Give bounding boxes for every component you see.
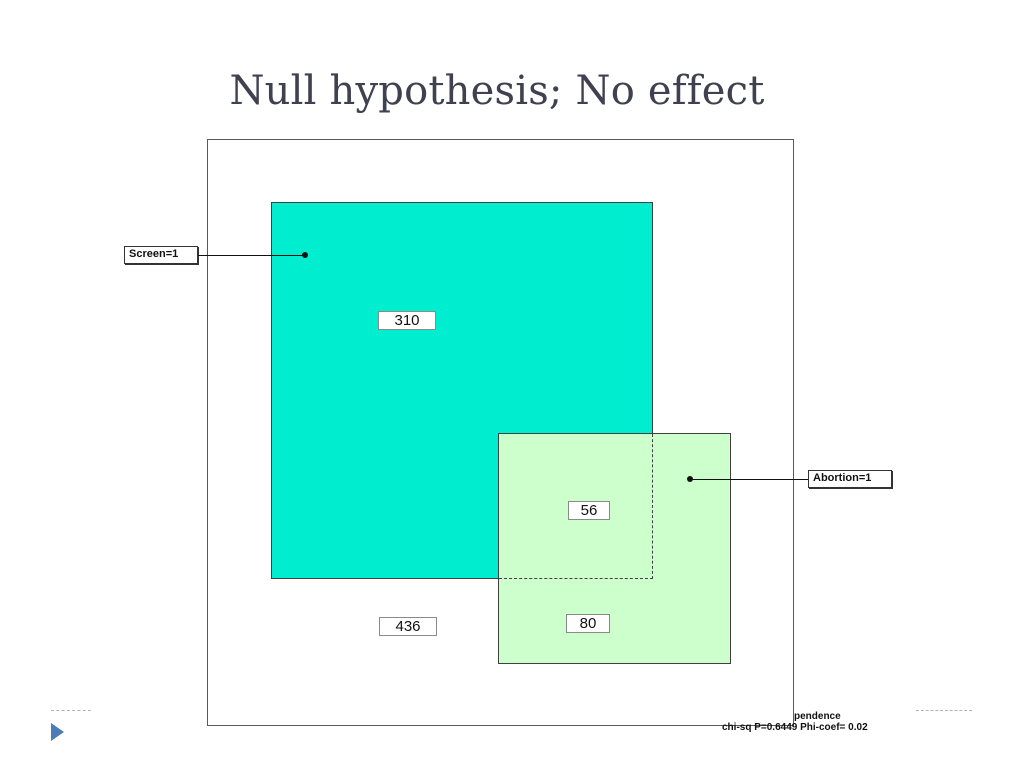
slide-title: Null hypothesis; No effect — [229, 68, 765, 114]
count-neither: 436 — [379, 617, 437, 636]
abortion-set-box — [498, 433, 731, 664]
divider-left — [51, 710, 91, 711]
stats-line-1: pendence — [794, 711, 841, 722]
bullet-arrow-icon — [51, 723, 64, 741]
abortion-leader-dot — [687, 476, 693, 482]
screen-leader-dot — [302, 252, 308, 258]
count-abortion-only: 80 — [566, 614, 610, 633]
stats-line-2: chi-sq P=0.6449 Phi-coef= 0.02 — [722, 722, 868, 733]
abortion-leader-line — [691, 479, 808, 480]
screen-leader-line — [198, 255, 306, 256]
divider-right — [916, 710, 972, 711]
count-both: 56 — [568, 501, 610, 520]
label-screen: Screen=1 — [124, 246, 198, 264]
count-screen-only: 310 — [378, 311, 436, 330]
label-abortion: Abortion=1 — [808, 470, 892, 488]
